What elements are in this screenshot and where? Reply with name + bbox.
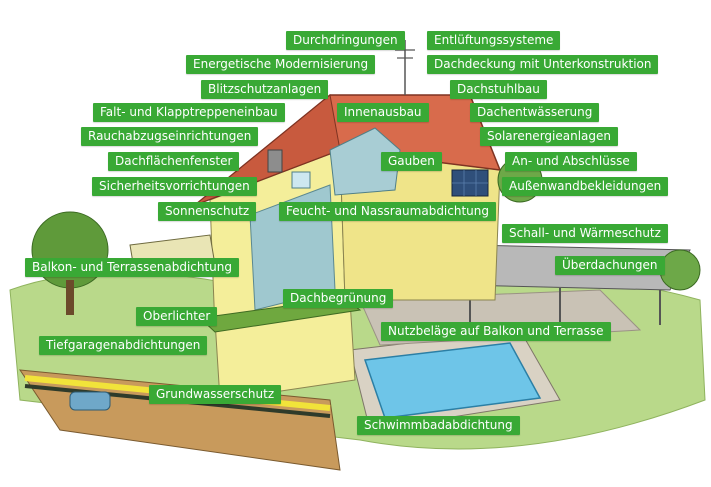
label-feucht-nassraumabdichtung[interactable]: Feucht- und Nassraumabdichtung	[279, 202, 497, 221]
label-tiefgaragenabdichtungen[interactable]: Tiefgaragenabdichtungen	[39, 336, 208, 355]
label-grundwasserschutz[interactable]: Grundwasserschutz	[149, 385, 282, 404]
label-innenausbau[interactable]: Innenausbau	[337, 103, 429, 122]
label-ueberdachungen[interactable]: Überdachungen	[555, 256, 665, 275]
label-dachstuhlbau[interactable]: Dachstuhlbau	[450, 80, 547, 99]
tree-back	[659, 249, 701, 291]
label-dachentwaesserung[interactable]: Dachentwässerung	[470, 103, 600, 122]
label-balkon-terrassenabdichtung[interactable]: Balkon- und Terrassenabdichtung	[25, 258, 240, 277]
label-rauchabzugseinrichtungen[interactable]: Rauchabzugseinrichtungen	[81, 127, 259, 146]
label-falt-klapptreppeneinbau[interactable]: Falt- und Klapptreppeneinbau	[93, 103, 285, 122]
label-gauben[interactable]: Gauben	[381, 152, 442, 171]
label-sonnenschutz[interactable]: Sonnenschutz	[158, 202, 257, 221]
label-sicherheitsvorrichtungen[interactable]: Sicherheitsvorrichtungen	[92, 177, 257, 196]
label-blitzschutzanlagen[interactable]: Blitzschutzanlagen	[201, 80, 329, 99]
label-nutzbelaege[interactable]: Nutzbeläge auf Balkon und Terrasse	[381, 322, 611, 341]
label-schall-waermeschutz[interactable]: Schall- und Wärmeschutz	[502, 224, 668, 243]
garage-car	[69, 391, 111, 411]
label-entlueftungssysteme[interactable]: Entlüftungssysteme	[427, 31, 561, 50]
chimney	[267, 149, 283, 173]
label-oberlichter[interactable]: Oberlichter	[136, 307, 218, 326]
label-aussenwandbekleidungen[interactable]: Außenwandbekleidungen	[502, 177, 669, 196]
roof-skylight	[291, 171, 311, 189]
label-solarenergieanlagen[interactable]: Solarenergieanlagen	[480, 127, 618, 146]
label-an-und-abschluesse[interactable]: An- und Abschlüsse	[505, 152, 637, 171]
label-schwimmbadabdichtung[interactable]: Schwimmbadabdichtung	[357, 416, 520, 435]
label-dachdeckung[interactable]: Dachdeckung mit Unterkonstruktion	[427, 55, 659, 74]
label-dachbegruenung[interactable]: Dachbegrünung	[283, 289, 394, 308]
label-energetische-modernisierung[interactable]: Energetische Modernisierung	[186, 55, 376, 74]
pool-water	[363, 342, 542, 419]
label-durchdringungen[interactable]: Durchdringungen	[286, 31, 405, 50]
label-dachflaechenfenster[interactable]: Dachflächenfenster	[108, 152, 240, 171]
